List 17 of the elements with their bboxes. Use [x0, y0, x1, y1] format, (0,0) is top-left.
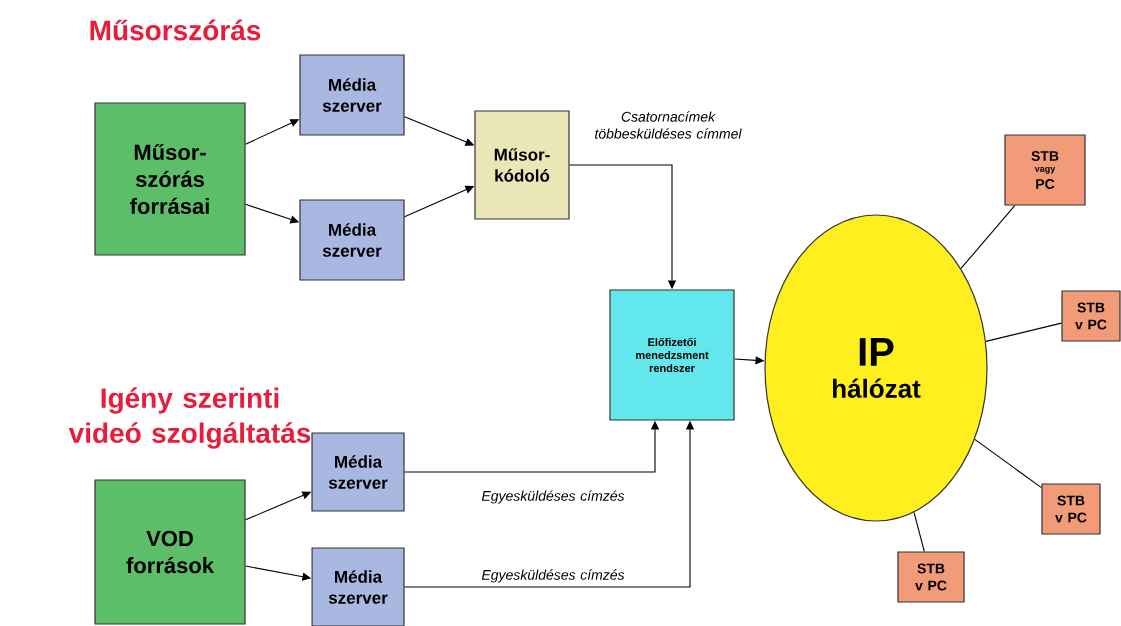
process-box: Előfizetői menedzsment rendszer	[609, 289, 735, 421]
process-box: Média szerver	[299, 199, 405, 281]
process-box: STB vagy PC	[1004, 134, 1086, 206]
section-heading: Igény szerinti videó szolgáltatás	[68, 387, 311, 449]
process-box: Média szerver	[299, 54, 405, 136]
process-box: Műsor-kódoló	[474, 110, 570, 220]
process-box: VOD források	[94, 479, 246, 625]
process-box: Média szerver	[311, 547, 405, 626]
process-box: Műsor-szórás forrásai	[94, 102, 246, 256]
process-box: STB v PC	[1061, 290, 1121, 342]
process-box: STB v PC	[897, 551, 965, 603]
edge-label: Csatornacímek többesküldéses címmel	[595, 111, 742, 139]
edge-label: Egyesküldéses címzés	[481, 490, 625, 504]
section-heading: Műsorszórás	[90, 19, 261, 41]
edge-label: Egyesküldéses címzés	[481, 569, 625, 583]
process-box: STB v PC	[1041, 483, 1101, 535]
process-box: Média szerver	[311, 432, 405, 512]
